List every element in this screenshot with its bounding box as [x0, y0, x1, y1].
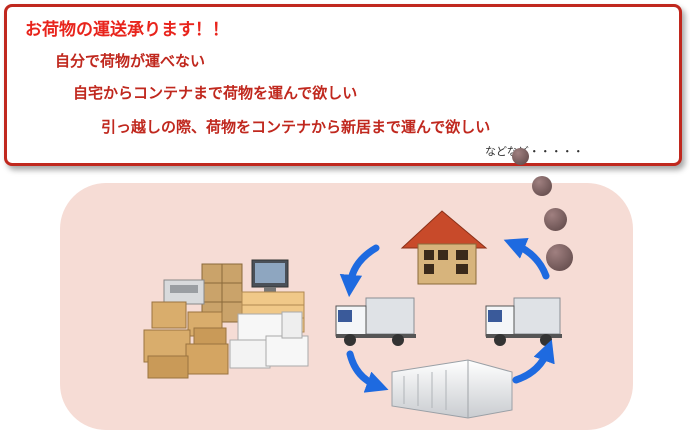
thought-bubble-icon: [544, 208, 567, 231]
cycle-arrow-icon: [339, 237, 555, 393]
thought-bubble-icon: [512, 148, 529, 165]
storage-container-icon: [391, 359, 513, 419]
boxes-furniture-icon: [143, 259, 309, 379]
truck-icon: [335, 297, 416, 346]
speech-callout: お荷物の運送承ります！！ 自分で荷物が運べない 自宅からコンテナまで荷物を運んで…: [4, 4, 682, 166]
truck-icon: [485, 297, 562, 346]
thought-bubble-icon: [532, 176, 552, 196]
callout-line-2: 自宅からコンテナまで荷物を運んで欲しい: [73, 84, 358, 102]
callout-line-3: 引っ越しの際、荷物をコンテナから新居まで運んで欲しい: [101, 118, 491, 136]
callout-headline: お荷物の運送承ります！！: [25, 20, 229, 40]
thought-bubble-icon: [546, 244, 573, 271]
callout-etc-text: などなど・・・・・: [485, 145, 584, 158]
house-icon: [400, 210, 488, 285]
callout-line-1: 自分で荷物が運べない: [55, 52, 206, 70]
